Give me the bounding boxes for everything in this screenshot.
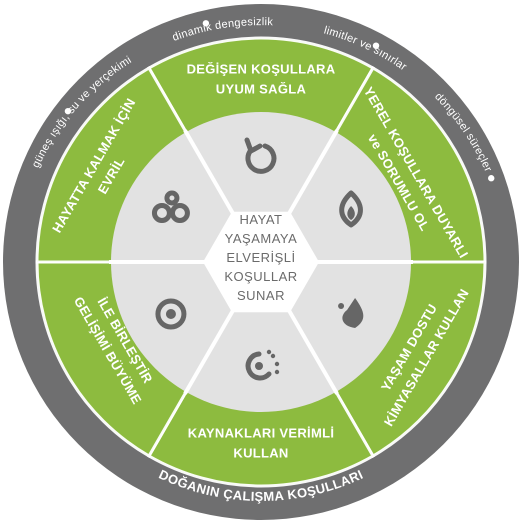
bubbles-icon bbox=[151, 190, 190, 223]
center-line-2: YAŞAMAYA bbox=[225, 231, 298, 246]
icon-group bbox=[151, 137, 364, 381]
target-circle-icon bbox=[155, 298, 187, 330]
center-line-1: HAYAT bbox=[240, 212, 283, 227]
center-line-4: KOŞULLAR bbox=[224, 269, 297, 284]
inner-separator bbox=[183, 129, 238, 220]
inner-separator bbox=[284, 304, 339, 395]
refresh-icon bbox=[244, 137, 277, 174]
center-hexagon-shape bbox=[203, 211, 319, 313]
segment-resource-efficient-label-line-1: KAYNAKLARI VERİMLİ bbox=[188, 425, 334, 440]
segment-adapt-label-line-1: DEĞİŞEN KOŞULLARA bbox=[187, 61, 336, 76]
ring-separator-dot bbox=[372, 42, 380, 49]
leaf-drop-icon bbox=[339, 190, 363, 228]
ring-separator-dot bbox=[488, 175, 495, 182]
water-drop-icon bbox=[338, 298, 364, 328]
inner-separator bbox=[284, 129, 339, 220]
segment-resource-efficient-label-line-2: KULLAN bbox=[233, 445, 288, 460]
center-line-3: ELVERİŞLİ bbox=[226, 250, 295, 265]
ring-separator-dots bbox=[64, 20, 495, 182]
inner-separator bbox=[183, 304, 238, 395]
center-hexagon: HAYAT YAŞAMAYA ELVERİŞLİ KOŞULLAR SUNAR bbox=[203, 211, 319, 313]
center-line-5: SUNAR bbox=[237, 288, 285, 303]
segment-adapt-label-line-2: UYUM SAĞLA bbox=[216, 81, 307, 96]
ring-separator-dot bbox=[64, 107, 72, 115]
recycle-dots-icon bbox=[245, 349, 280, 381]
ring-separator-dot bbox=[202, 20, 210, 27]
